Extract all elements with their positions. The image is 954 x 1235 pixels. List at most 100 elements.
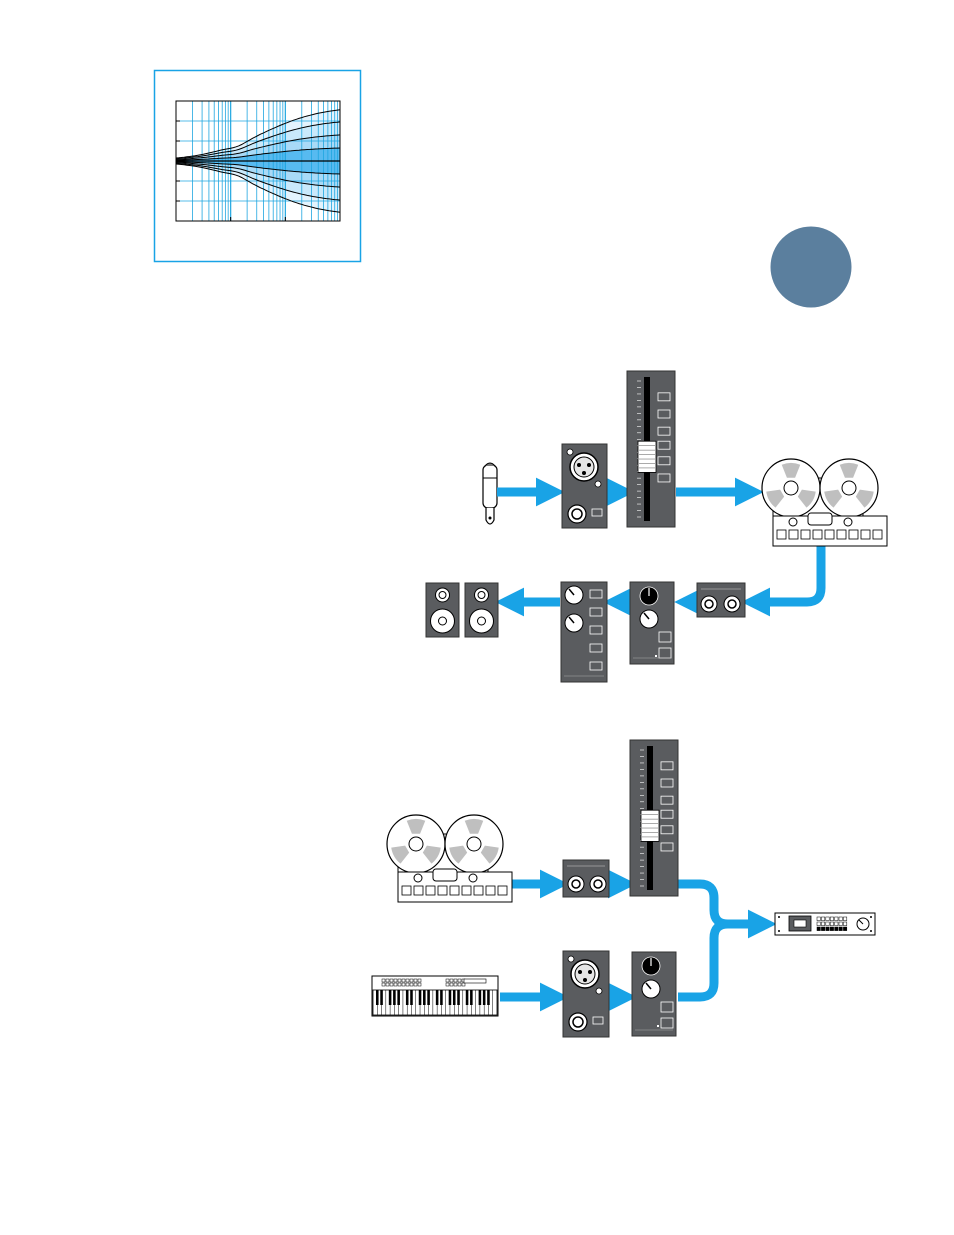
synth-button bbox=[398, 983, 401, 986]
fader-button bbox=[661, 810, 673, 818]
fader-button bbox=[658, 474, 670, 482]
eq-button bbox=[659, 632, 671, 642]
synth-button bbox=[410, 983, 413, 986]
eq-button bbox=[659, 648, 671, 658]
tape-recorder-icon bbox=[762, 459, 887, 546]
synth-keybed bbox=[373, 990, 497, 1015]
synth-button bbox=[406, 983, 409, 986]
synth-black-key bbox=[427, 990, 430, 1005]
tape-transport-button bbox=[777, 530, 786, 539]
rack-button bbox=[817, 927, 820, 931]
microphone-icon bbox=[483, 463, 497, 524]
studio-monitors-icon bbox=[426, 583, 498, 637]
mic-input-strip bbox=[562, 444, 607, 528]
synth-button bbox=[458, 979, 461, 982]
synth-black-key bbox=[419, 990, 422, 1005]
synth-button bbox=[390, 979, 393, 982]
rack-button bbox=[826, 922, 829, 926]
rack-button bbox=[821, 927, 824, 931]
synth-black-key bbox=[466, 990, 469, 1005]
rack-button bbox=[830, 917, 833, 921]
tape-return-jacks bbox=[563, 860, 609, 897]
synth-button bbox=[406, 979, 409, 982]
synth-button bbox=[394, 979, 397, 982]
synth-black-key bbox=[440, 990, 443, 1005]
rack-button bbox=[835, 917, 838, 921]
rack-button bbox=[817, 917, 820, 921]
synth-button bbox=[410, 979, 413, 982]
synth-button bbox=[454, 983, 457, 986]
rack-button bbox=[843, 922, 846, 926]
tape-transport-button bbox=[861, 530, 870, 539]
eq-response-graph bbox=[155, 71, 361, 262]
synth-button bbox=[446, 979, 449, 982]
tape-transport-button bbox=[813, 530, 822, 539]
rack-button bbox=[821, 917, 824, 921]
fader-button bbox=[658, 427, 670, 435]
synth-black-key bbox=[457, 990, 460, 1005]
rack-button bbox=[817, 922, 820, 926]
synth-black-key bbox=[389, 990, 392, 1005]
rack-button bbox=[839, 927, 842, 931]
mic-input-strip bbox=[563, 951, 609, 1037]
tape-transport-button bbox=[498, 886, 507, 895]
arrow-eq-to-processor bbox=[678, 924, 728, 997]
synth-button bbox=[398, 979, 401, 982]
fader-button bbox=[661, 762, 673, 770]
rack-button bbox=[821, 922, 824, 926]
tape-reel-hub bbox=[467, 837, 481, 851]
diagram-record-and-monitor bbox=[426, 371, 887, 682]
monitor-section bbox=[561, 582, 607, 682]
synth-button bbox=[450, 979, 453, 982]
fader-button bbox=[661, 826, 673, 834]
fader-button bbox=[658, 441, 670, 449]
rack-button bbox=[843, 917, 846, 921]
rack-processor-icon bbox=[775, 913, 875, 935]
eq-indicator bbox=[655, 655, 657, 657]
section-circle-badge bbox=[771, 227, 852, 308]
rack-button bbox=[835, 922, 838, 926]
synth-button bbox=[454, 979, 457, 982]
rack-button bbox=[826, 927, 829, 931]
synth-button bbox=[382, 979, 385, 982]
tape-transport-button bbox=[873, 530, 882, 539]
synth-black-key bbox=[376, 990, 379, 1005]
synth-button bbox=[402, 983, 405, 986]
tape-transport-button bbox=[438, 886, 447, 895]
synth-button bbox=[418, 979, 421, 982]
eq-button bbox=[661, 1002, 673, 1012]
synth-button bbox=[414, 983, 417, 986]
synth-button bbox=[382, 983, 385, 986]
eq-indicator bbox=[657, 1025, 659, 1027]
tape-transport-button bbox=[849, 530, 858, 539]
tape-transport-button bbox=[486, 886, 495, 895]
synth-black-key bbox=[393, 990, 396, 1005]
synth-black-key bbox=[479, 990, 482, 1005]
rack-button bbox=[826, 917, 829, 921]
tape-reel-hub bbox=[784, 481, 798, 495]
synth-black-key bbox=[397, 990, 400, 1005]
rack-button bbox=[839, 922, 842, 926]
synth-black-key bbox=[436, 990, 439, 1005]
diagram-mixdown bbox=[372, 740, 875, 1037]
tape-transport-button bbox=[837, 530, 846, 539]
tape-head bbox=[808, 513, 832, 525]
synth-black-key bbox=[483, 990, 486, 1005]
tape-guide bbox=[844, 518, 852, 526]
tape-recorder-icon bbox=[387, 815, 512, 902]
arrow-tape-return bbox=[750, 544, 821, 602]
rack-button bbox=[839, 917, 842, 921]
synth-black-key bbox=[453, 990, 456, 1005]
tape-guide bbox=[789, 518, 797, 526]
fader-button bbox=[658, 457, 670, 465]
synth-black-key bbox=[449, 990, 452, 1005]
tape-transport-button bbox=[414, 886, 423, 895]
tape-transport-button bbox=[474, 886, 483, 895]
synth-button bbox=[414, 979, 417, 982]
tape-transport-button bbox=[450, 886, 459, 895]
rack-button bbox=[830, 922, 833, 926]
fader-button bbox=[661, 843, 673, 851]
tape-reel-hub bbox=[842, 481, 856, 495]
synth-black-key bbox=[380, 990, 383, 1005]
tape-return-jacks bbox=[697, 583, 745, 617]
